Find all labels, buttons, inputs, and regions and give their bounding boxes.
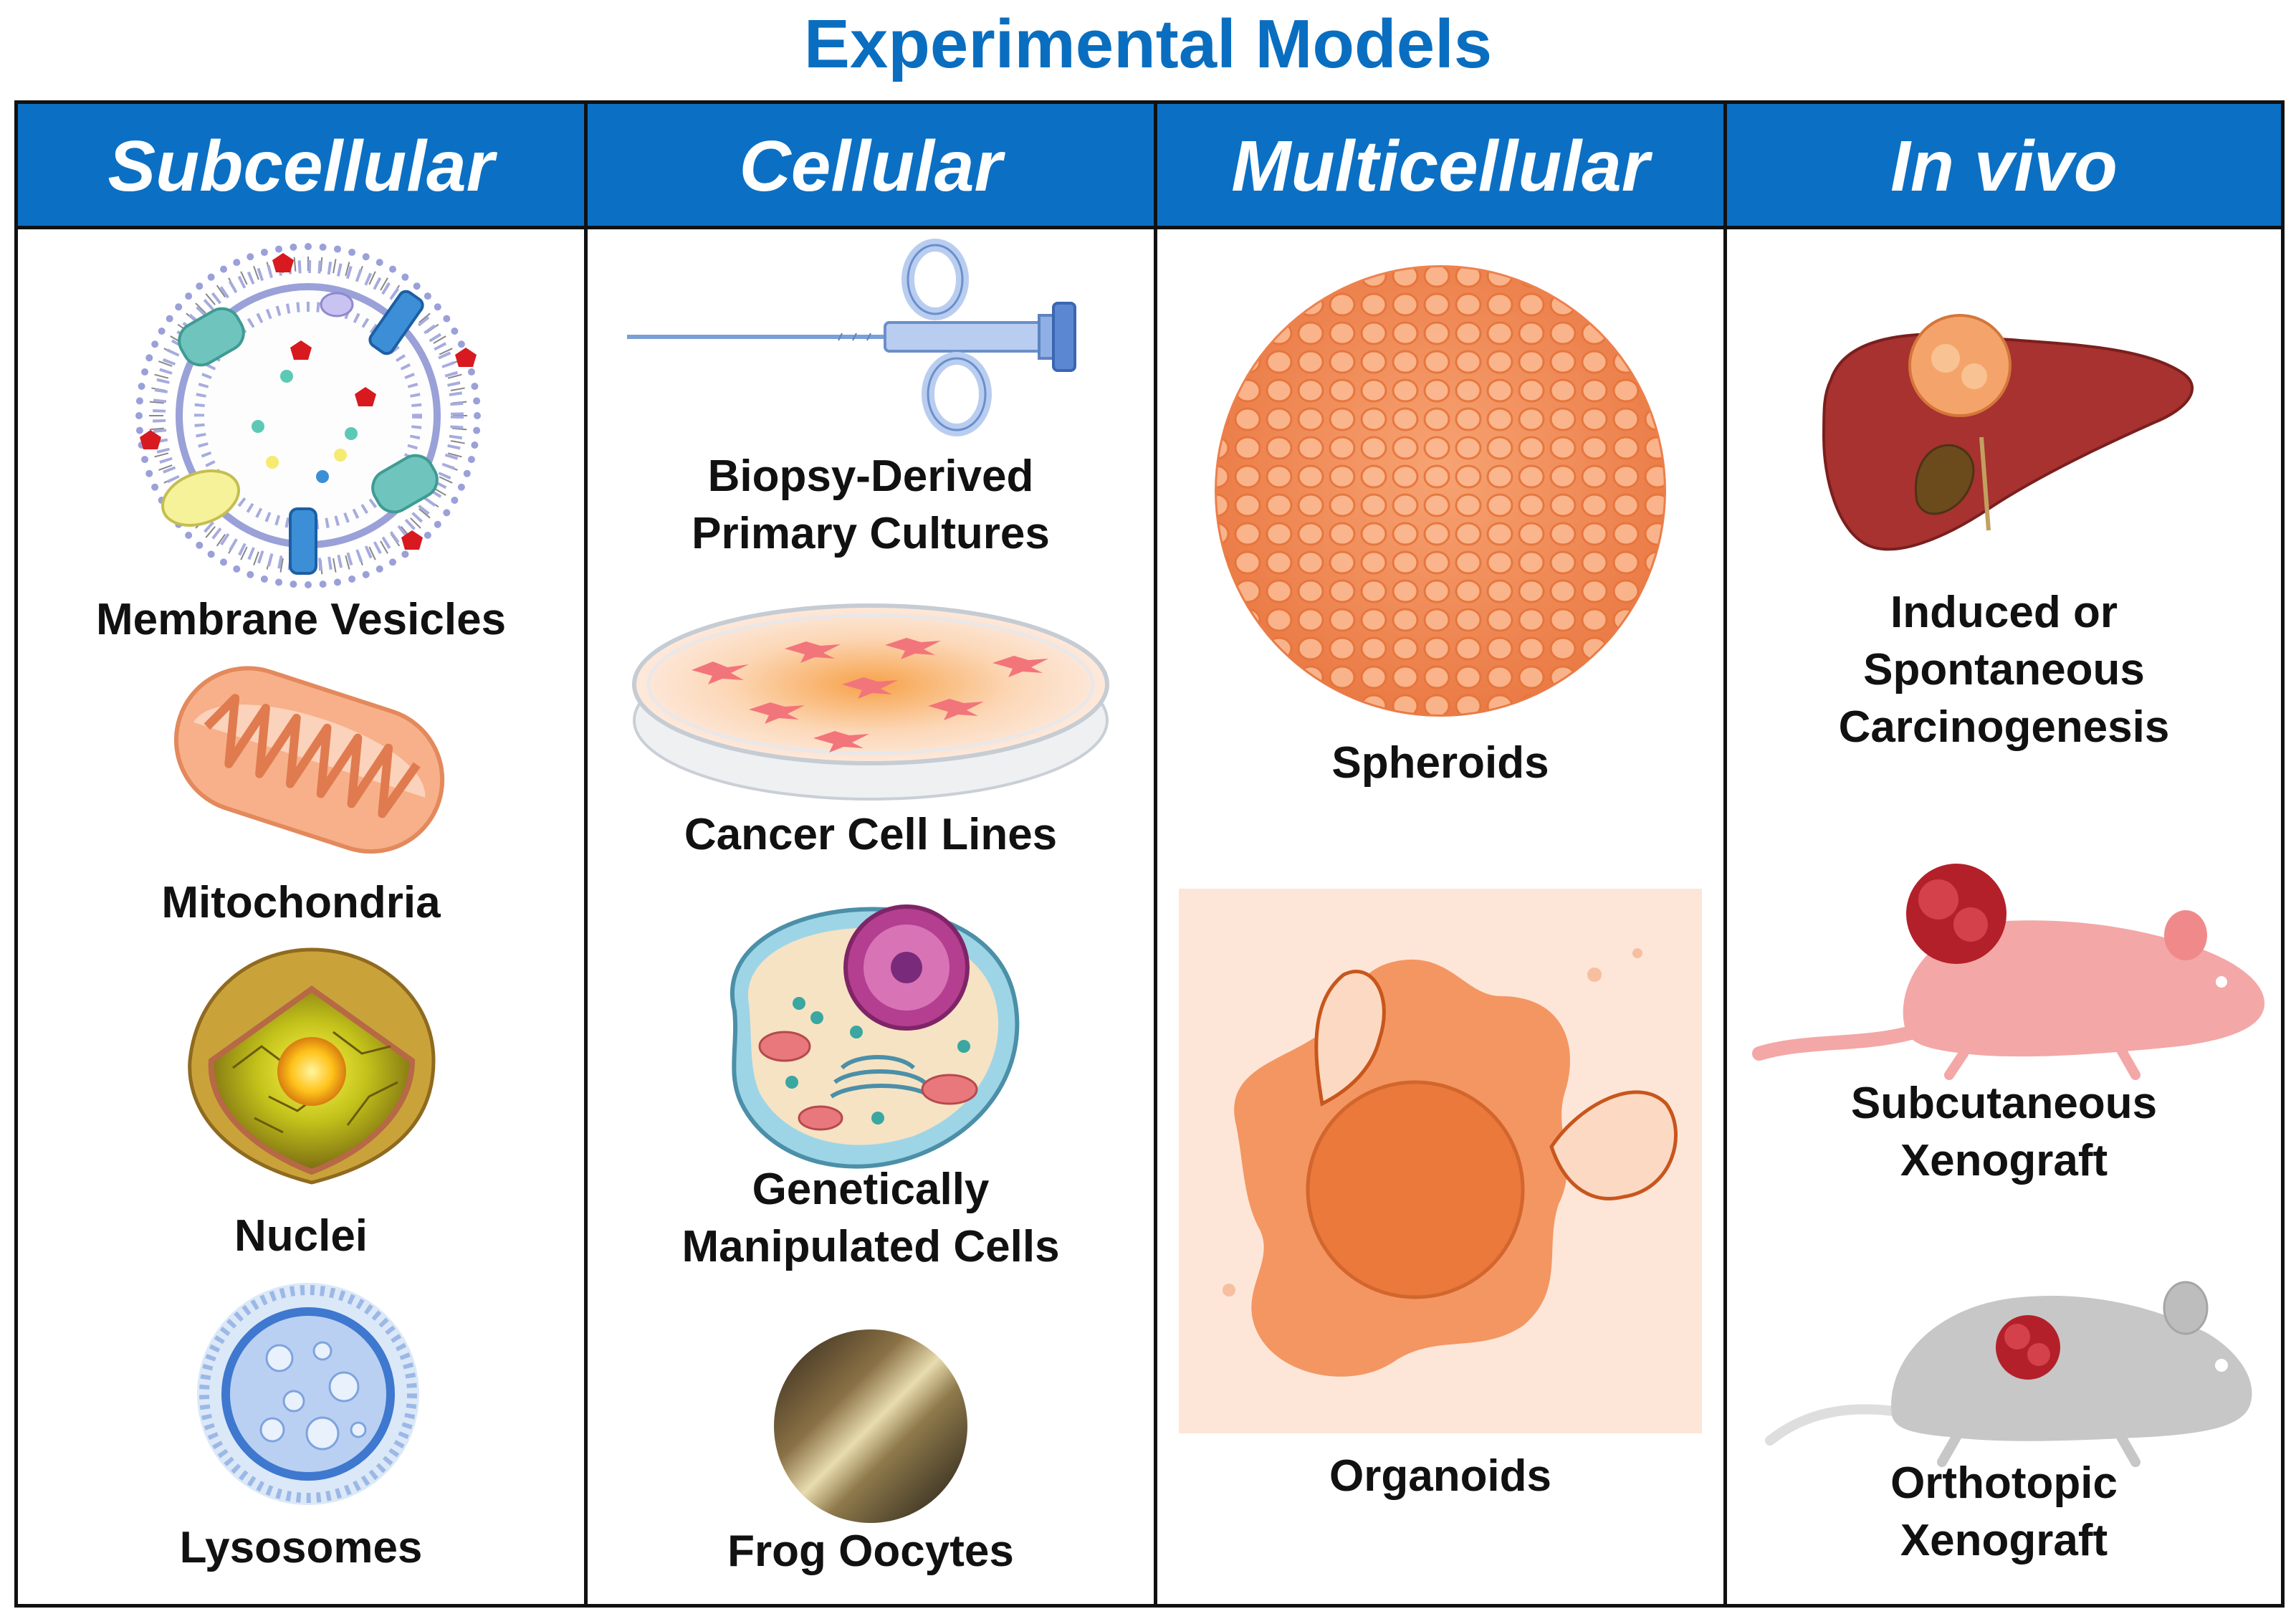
membrane-vesicle-icon [135, 243, 481, 588]
lysosome-icon [197, 1283, 419, 1505]
organoid-icon [1179, 889, 1702, 1433]
label-cancer-cell-lines: Cancer Cell Lines [684, 810, 1058, 859]
models-table: Subcellular Cellular Multicellular In vi… [14, 100, 2285, 1608]
label-frog-oocytes: Frog Oocytes [727, 1527, 1014, 1576]
label-spheroids: Spheroids [1331, 738, 1549, 788]
label-subcutaneous-xenograft: Subcutaneous Xenograft [1727, 1075, 2281, 1190]
cell-icon [730, 904, 1020, 1169]
column-divider [1723, 104, 1727, 1604]
label-nuclei: Nuclei [234, 1211, 368, 1261]
header-cellular: Cellular [588, 104, 1154, 229]
label-line: Genetically Manipulated Cells [681, 1165, 1060, 1271]
label-lysosomes: Lysosomes [179, 1523, 423, 1572]
label-line: Subcutaneous Xenograft [1850, 1079, 2158, 1185]
page-title: Experimental Models [803, 6, 1493, 82]
label-membrane-vesicles: Membrane Vesicles [95, 595, 507, 644]
column-subcellular: Membrane Vesicles Mitochondria [18, 229, 584, 1605]
label-line: Orthotopic Xenograft [1890, 1458, 2118, 1565]
label-organoids: Organoids [1329, 1451, 1552, 1501]
header-multicellular: Multicellular [1157, 104, 1723, 229]
frog-oocyte-icon [774, 1329, 967, 1523]
column-divider [1154, 104, 1157, 1604]
petri-dish-icon [632, 603, 1109, 801]
label-induced-or-spontaneous-carcinogenesis: Induced or Spontaneous Carcinogenesis [1727, 584, 2281, 756]
liver-icon [1822, 314, 2194, 551]
label-genetically-manipulated-cells: Genetically Manipulated Cells [588, 1161, 1154, 1276]
spheroid-icon [1215, 265, 1666, 717]
nucleus-icon [188, 947, 436, 1185]
column-multicellular: Spheroids Organoids [1157, 229, 1723, 1605]
biopsy-needle-icon [627, 239, 1076, 436]
column-in-vivo: Induced or Spontaneous Carcinogenesis Su… [1727, 229, 2281, 1605]
label-orthotopic-xenograft: Orthotopic Xenograft [1727, 1455, 2281, 1570]
label-mitochondria: Mitochondria [161, 878, 441, 927]
mitochondrion-icon [173, 666, 445, 854]
header-in-vivo: In vivo [1727, 104, 2281, 229]
header-subcellular: Subcellular [18, 104, 584, 229]
column-cellular: Biopsy-Derived Primary Cultures [588, 229, 1154, 1605]
label-line: Induced or Spontaneous Carcinogenesis [1838, 588, 2170, 752]
orthotopic-mouse-icon [1765, 1281, 2252, 1467]
subcutaneous-mouse-icon [1752, 864, 2264, 1080]
label-line: Biopsy-Derived Primary Cultures [692, 452, 1050, 558]
label-biopsy-derived-primary-cultures: Biopsy-Derived Primary Cultures [588, 448, 1154, 563]
column-divider [584, 104, 588, 1604]
